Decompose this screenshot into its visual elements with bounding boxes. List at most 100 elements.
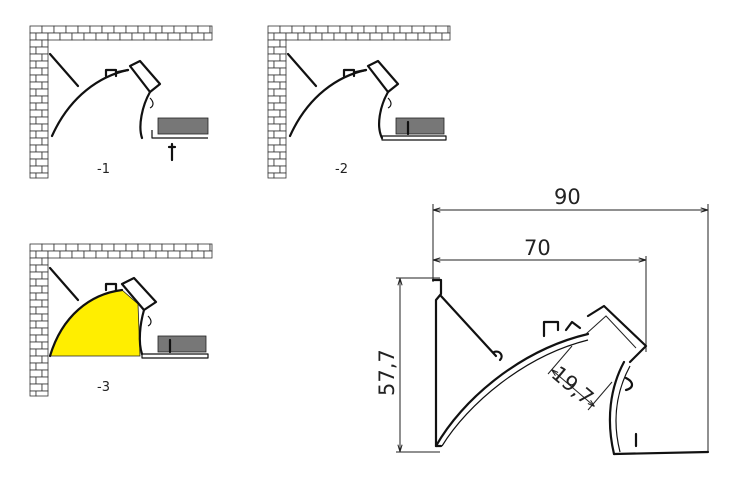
brick bbox=[29, 102, 37, 111]
large-profile-back-wall bbox=[431, 278, 443, 448]
brick bbox=[267, 25, 281, 34]
brick bbox=[35, 158, 49, 167]
brick bbox=[35, 144, 49, 153]
brick bbox=[29, 130, 37, 139]
profile-back-arm bbox=[48, 266, 80, 302]
brick bbox=[29, 369, 43, 378]
brick bbox=[267, 46, 275, 55]
brick bbox=[297, 32, 311, 41]
brick bbox=[393, 32, 407, 41]
brick bbox=[345, 32, 359, 41]
brick bbox=[279, 151, 287, 160]
brick bbox=[333, 32, 347, 41]
brick bbox=[65, 25, 79, 34]
large-profile-curved-body bbox=[434, 332, 590, 448]
brick bbox=[279, 95, 287, 104]
dimension-height-label: 57,7 bbox=[375, 349, 399, 396]
brick bbox=[267, 81, 281, 90]
brick bbox=[279, 25, 293, 34]
brick bbox=[267, 95, 281, 104]
brick bbox=[29, 299, 43, 308]
brick bbox=[273, 60, 287, 69]
brick bbox=[29, 116, 37, 125]
brick bbox=[53, 243, 67, 252]
brick bbox=[29, 144, 37, 153]
brick bbox=[131, 250, 145, 259]
profile-back-arm bbox=[286, 52, 318, 88]
brick bbox=[273, 46, 287, 55]
brick bbox=[267, 137, 281, 146]
brick bbox=[161, 243, 175, 252]
light-beam bbox=[49, 289, 141, 357]
brick bbox=[273, 74, 287, 83]
brick bbox=[267, 32, 275, 41]
large-profile-hook bbox=[492, 350, 503, 362]
brick bbox=[279, 165, 287, 174]
brick bbox=[41, 25, 55, 34]
brick bbox=[267, 88, 275, 97]
brick bbox=[191, 32, 205, 41]
brick bbox=[167, 250, 181, 259]
brick bbox=[71, 250, 85, 259]
brick bbox=[29, 158, 37, 167]
brick bbox=[47, 32, 61, 41]
brick bbox=[279, 123, 287, 132]
brick bbox=[29, 151, 43, 160]
brick bbox=[41, 355, 49, 364]
brick bbox=[29, 250, 37, 259]
diffuser-outline bbox=[585, 315, 637, 349]
brick bbox=[41, 271, 49, 280]
brick bbox=[267, 74, 275, 83]
brick bbox=[29, 257, 43, 266]
brick bbox=[29, 264, 37, 273]
brick bbox=[161, 25, 175, 34]
brick bbox=[77, 243, 91, 252]
brick bbox=[77, 25, 91, 34]
brick bbox=[119, 32, 133, 41]
brick bbox=[41, 123, 49, 132]
brick bbox=[315, 25, 329, 34]
brick bbox=[29, 137, 43, 146]
brick bbox=[279, 137, 287, 146]
brick bbox=[339, 25, 353, 34]
brick bbox=[41, 151, 49, 160]
brick bbox=[35, 264, 49, 273]
brick bbox=[321, 32, 335, 41]
brick bbox=[35, 74, 49, 83]
brick bbox=[35, 292, 49, 301]
front-clip bbox=[387, 97, 392, 109]
profile-diffuser-holder bbox=[128, 59, 162, 94]
profile-clip bbox=[104, 68, 130, 78]
brick bbox=[29, 390, 37, 397]
profile-clip bbox=[104, 282, 118, 292]
brick bbox=[185, 25, 199, 34]
mount-bracket bbox=[151, 130, 208, 139]
brick bbox=[113, 243, 127, 252]
brick bbox=[267, 144, 275, 153]
brick bbox=[327, 25, 341, 34]
brick bbox=[29, 306, 37, 315]
step-2-label: -2 bbox=[335, 162, 348, 177]
brick bbox=[59, 32, 73, 41]
brick bbox=[41, 327, 49, 336]
brick bbox=[35, 130, 49, 139]
brick bbox=[29, 285, 43, 294]
large-profile-curved-inner bbox=[441, 339, 589, 447]
brick bbox=[273, 88, 287, 97]
brick bbox=[273, 102, 287, 111]
brick bbox=[29, 243, 43, 252]
brick bbox=[29, 95, 43, 104]
led-strip bbox=[157, 117, 209, 135]
brick bbox=[125, 243, 139, 252]
brick bbox=[35, 320, 49, 329]
brick bbox=[41, 39, 49, 48]
brick bbox=[137, 25, 151, 34]
brick bbox=[47, 250, 61, 259]
brick bbox=[107, 250, 121, 259]
brick bbox=[101, 243, 115, 252]
brick bbox=[387, 25, 401, 34]
brick bbox=[35, 172, 49, 179]
brick bbox=[351, 25, 365, 34]
step-3-label: -3 bbox=[97, 380, 110, 395]
front-clip bbox=[147, 315, 152, 327]
